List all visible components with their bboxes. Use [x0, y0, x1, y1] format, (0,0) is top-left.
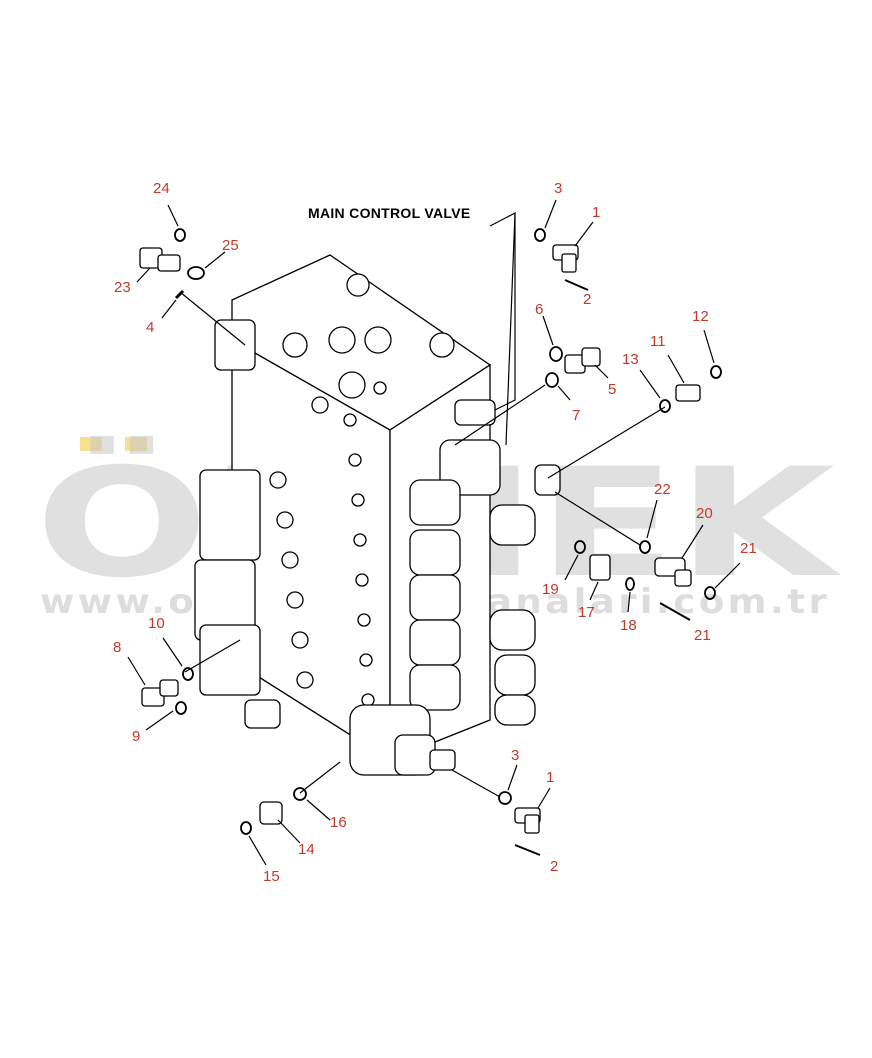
callout-19: 19: [542, 581, 559, 598]
callout-3-bottom: 3: [511, 747, 519, 764]
watermark-accent-right: [125, 437, 147, 451]
oring-21: [704, 586, 716, 600]
valve-body: [194, 254, 561, 776]
oring-24: [174, 228, 186, 242]
callout-13: 13: [622, 351, 639, 368]
callout-9: 9: [132, 728, 140, 745]
oring-7: [545, 372, 559, 388]
callout-4: 4: [146, 319, 154, 336]
callout-16: 16: [330, 814, 347, 831]
title-leader-2: [505, 212, 516, 446]
oring-6: [549, 346, 563, 362]
oring-9: [175, 701, 187, 715]
leader-lines: [179, 291, 666, 798]
callout-3-top: 3: [554, 180, 562, 197]
callout-20: 20: [696, 505, 713, 522]
fitting-23: [139, 247, 181, 272]
callout-23: 23: [114, 279, 131, 296]
oring-13: [659, 399, 671, 413]
oring-12: [710, 365, 722, 379]
callout-22: 22: [654, 481, 671, 498]
callout-17: 17: [578, 604, 595, 621]
fitting-8: [141, 679, 179, 707]
callout-15: 15: [263, 868, 280, 885]
watermark-accent-left: [80, 437, 102, 451]
callout-21-ring: 21: [740, 540, 757, 557]
callout-6: 6: [535, 301, 543, 318]
callout-pointers: [127, 199, 741, 866]
callout-1-bottom: 1: [546, 769, 554, 786]
fitting-14: [259, 801, 283, 825]
callout-8: 8: [113, 639, 121, 656]
fittings: [139, 228, 722, 856]
oring-15: [240, 821, 252, 835]
fitting-1-bottom: [514, 807, 541, 834]
callout-11: 11: [650, 333, 666, 350]
callout-2-top: 2: [583, 291, 591, 308]
callout-5: 5: [608, 381, 616, 398]
callout-12: 12: [692, 308, 709, 325]
oring-16: [293, 787, 307, 801]
callout-1-top: 1: [592, 204, 600, 221]
fitting-20: [654, 557, 692, 587]
callout-2-bottom: 2: [550, 858, 558, 875]
title-leader: [489, 212, 516, 411]
callout-21-pin: 21: [694, 627, 711, 644]
oring-3-top: [534, 228, 546, 242]
oring-19: [574, 540, 586, 554]
oring-22: [639, 540, 651, 554]
callout-7: 7: [572, 407, 580, 424]
callout-14: 14: [298, 841, 315, 858]
oring-10: [182, 667, 194, 681]
callout-10: 10: [148, 615, 165, 632]
callout-labels: 24 25 23 4 3 1 2 6 5 7 12 11 13 22 20 21…: [113, 180, 757, 885]
oring-3-bottom: [498, 791, 512, 805]
fitting-5: [564, 347, 601, 374]
oring-25: [187, 266, 205, 280]
fitting-11: [675, 384, 701, 402]
oring-18: [625, 577, 635, 591]
callout-25: 25: [222, 237, 239, 254]
fitting-1-top: [552, 244, 579, 273]
callout-18: 18: [620, 617, 637, 634]
fitting-17: [589, 554, 611, 581]
callout-24: 24: [153, 180, 170, 197]
diagram-title: MAIN CONTROL VALVE: [308, 205, 471, 221]
